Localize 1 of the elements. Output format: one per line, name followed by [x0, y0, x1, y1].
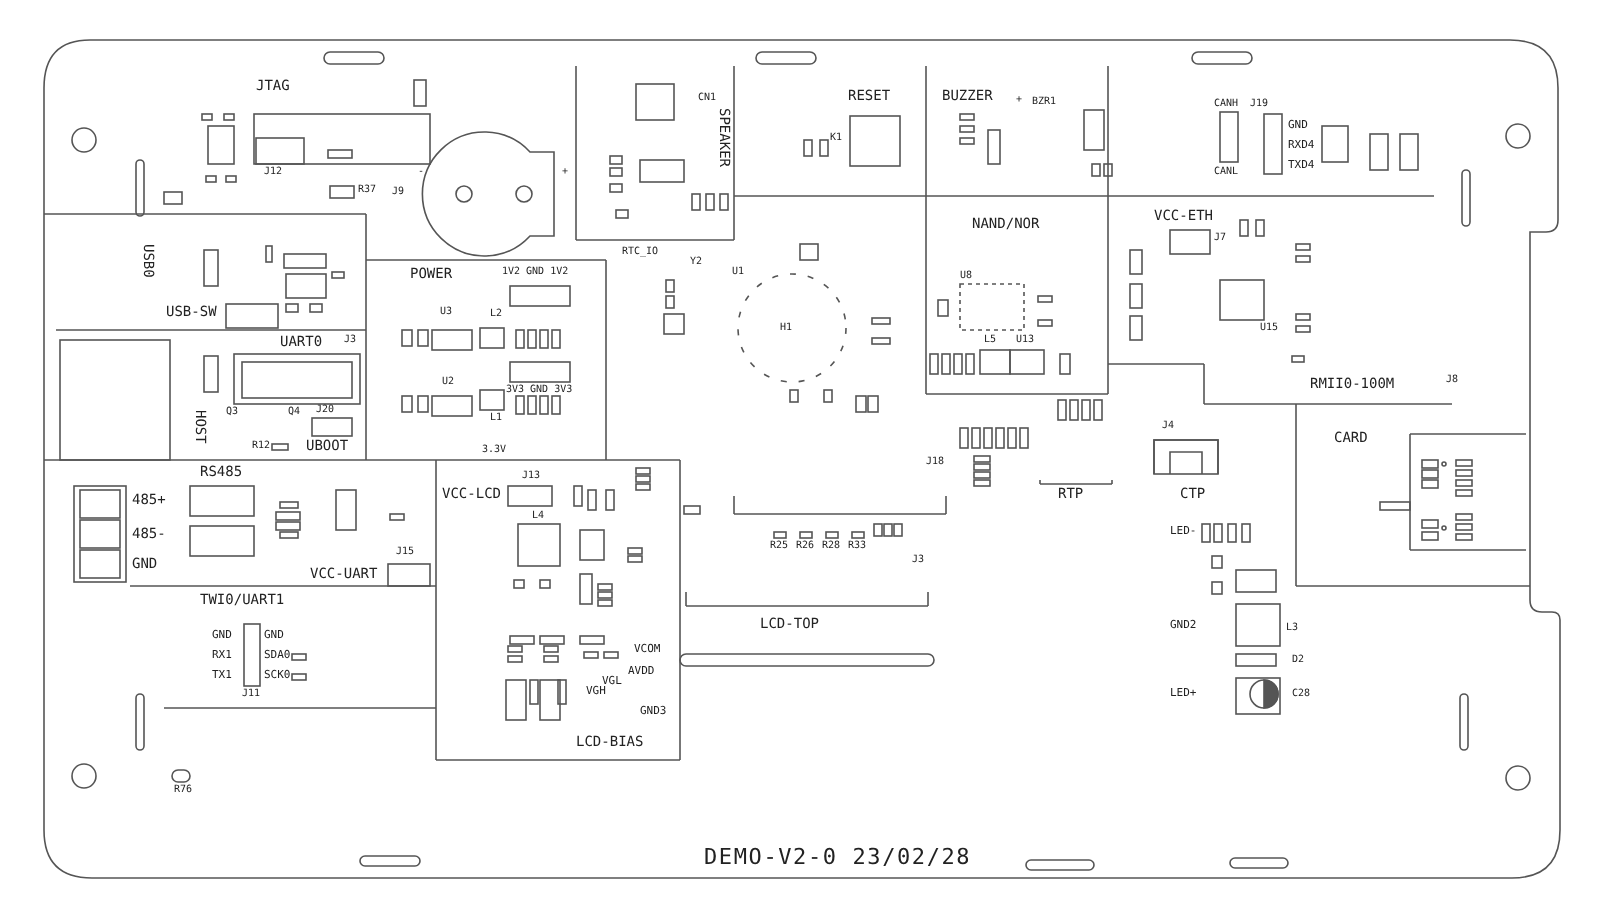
board-version-text: DEMO-V2-0 23/02/28 [704, 846, 972, 868]
